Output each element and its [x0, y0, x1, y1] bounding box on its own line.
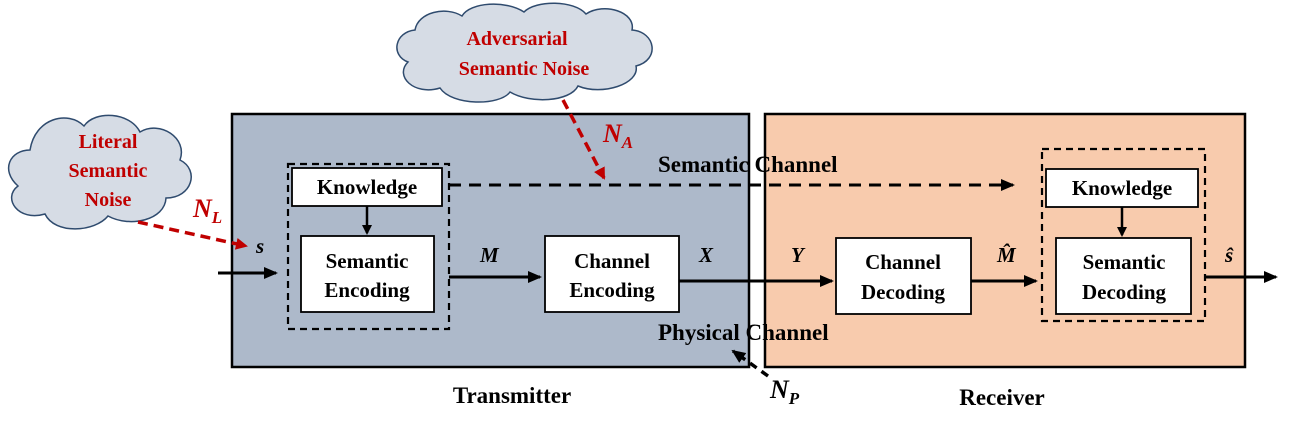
- adversarial-noise-symbol: NA: [602, 119, 633, 152]
- literal-noise-symbol: NL: [192, 194, 222, 227]
- adversarial-noise-subscript: A: [621, 133, 633, 152]
- signal-input-label: s: [255, 234, 264, 258]
- tx-semantic-encoding-box: [300, 235, 435, 313]
- literal-noise-subscript: L: [211, 208, 222, 227]
- literal-noise-cloud: [7, 114, 192, 230]
- receiver-title: Receiver: [959, 385, 1045, 410]
- rx-semantic-decoding-label-2: Decoding: [1082, 280, 1167, 304]
- transmitter-title: Transmitter: [453, 383, 571, 408]
- rx-channel-decoding-box: [835, 237, 972, 315]
- rx-semantic-decoding-box: [1055, 237, 1192, 315]
- rx-channel-decoding-label-1: Channel: [865, 250, 941, 274]
- rx-semantic-decoding-label-1: Semantic: [1083, 250, 1166, 274]
- tx-channel-encoding-label-2: Encoding: [569, 278, 655, 302]
- tx-channel-encoding-box: [544, 235, 680, 313]
- adversarial-noise-cloud: [396, 2, 653, 103]
- rx-knowledge-box: [1045, 168, 1199, 208]
- transmitter-semantic-group: [286, 162, 451, 331]
- physical-noise-subscript: P: [788, 389, 800, 408]
- physical-noise-symbol: NP: [769, 375, 800, 408]
- semantic-channel-label: Semantic Channel: [658, 152, 838, 177]
- rx-channel-decoding-label-2: Decoding: [861, 280, 946, 304]
- rx-knowledge-label: Knowledge: [1072, 176, 1172, 200]
- signal-decoded-message-label: M̂: [996, 243, 1017, 267]
- physical-noise-arrow: [731, 349, 770, 378]
- literal-noise-label-2: Semantic: [69, 160, 148, 182]
- signal-rx-in-label: Y: [791, 243, 806, 267]
- tx-semantic-encoding-label-1: Semantic: [326, 249, 409, 273]
- adversarial-noise-arrow: [561, 99, 606, 180]
- signal-tx-out-label: X: [698, 243, 714, 267]
- adversarial-noise-label-2: Semantic Noise: [459, 58, 590, 80]
- signal-output-label: ŝ: [1224, 243, 1234, 267]
- tx-channel-encoding-label-1: Channel: [574, 249, 650, 273]
- literal-noise-label-1: Literal: [79, 131, 138, 153]
- tx-knowledge-label: Knowledge: [317, 175, 417, 199]
- signal-message-label: M: [479, 243, 500, 267]
- adversarial-noise-label-1: Adversarial: [466, 28, 568, 50]
- physical-channel-label: Physical Channel: [658, 320, 829, 345]
- literal-noise-label-3: Noise: [85, 189, 132, 211]
- tx-semantic-encoding-label-2: Encoding: [324, 278, 410, 302]
- literal-noise-arrow: [137, 220, 248, 250]
